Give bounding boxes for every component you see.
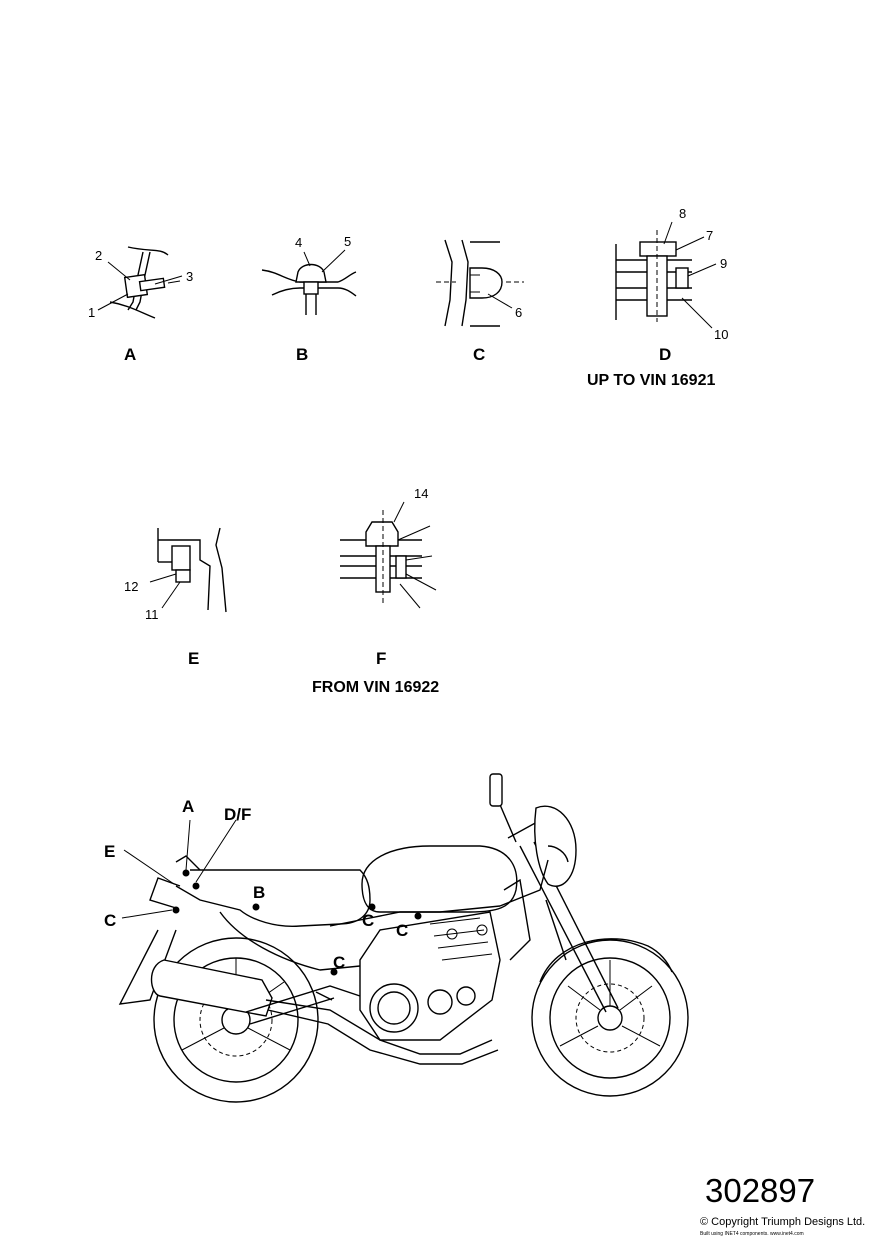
part-number-5: 5 xyxy=(344,234,351,249)
part-number-9: 9 xyxy=(720,256,727,271)
part-number-10: 10 xyxy=(714,327,728,342)
reference-number: 302897 xyxy=(705,1172,815,1209)
part-number-12: 12 xyxy=(124,579,138,594)
detail-label-b: B xyxy=(296,345,308,364)
part-number-6: 6 xyxy=(515,305,522,320)
part-number-7: 7 xyxy=(706,228,713,243)
detail-a: 2 3 1 A xyxy=(88,246,193,364)
detail-label-e: E xyxy=(188,649,199,668)
detail-label-f: F xyxy=(376,649,386,668)
part-number-3: 3 xyxy=(186,269,193,284)
callout-c-rear: C xyxy=(104,911,116,930)
detail-c: 6 C xyxy=(436,239,524,364)
part-number-2: 2 xyxy=(95,248,102,263)
built-with-note: Built using INET4 components. www.inet4.… xyxy=(700,1231,804,1237)
detail-f: 14 F FROM VIN 16922 xyxy=(312,486,439,696)
part-number-4: 4 xyxy=(295,235,302,250)
callout-b: B xyxy=(253,883,265,902)
detail-label-c: C xyxy=(473,345,485,364)
detail-caption-f: FROM VIN 16922 xyxy=(312,679,439,696)
callout-a: A xyxy=(182,797,194,816)
part-number-11: 11 xyxy=(145,607,159,622)
detail-label-a: A xyxy=(124,345,136,364)
part-number-14: 14 xyxy=(414,486,428,501)
part-number-1: 1 xyxy=(88,305,95,320)
detail-b: 4 5 B xyxy=(261,234,357,364)
callout-c-lower: C xyxy=(333,953,345,972)
part-number-8: 8 xyxy=(679,206,686,221)
copyright-notice: © Copyright Triumph Designs Ltd. xyxy=(700,1216,865,1228)
detail-d: 8 7 9 10 D UP TO VIN 16921 xyxy=(587,206,728,389)
callout-e: E xyxy=(104,842,115,861)
callout-c-tank: C xyxy=(362,911,374,930)
motorcycle-illustration: A D/F E B C C C C xyxy=(104,773,689,1103)
detail-caption-d: UP TO VIN 16921 xyxy=(587,372,715,389)
callout-d-f: D/F xyxy=(224,805,251,824)
callout-c-frame: C xyxy=(396,921,408,940)
detail-e: 12 11 E xyxy=(124,527,227,668)
detail-label-d: D xyxy=(659,345,671,364)
